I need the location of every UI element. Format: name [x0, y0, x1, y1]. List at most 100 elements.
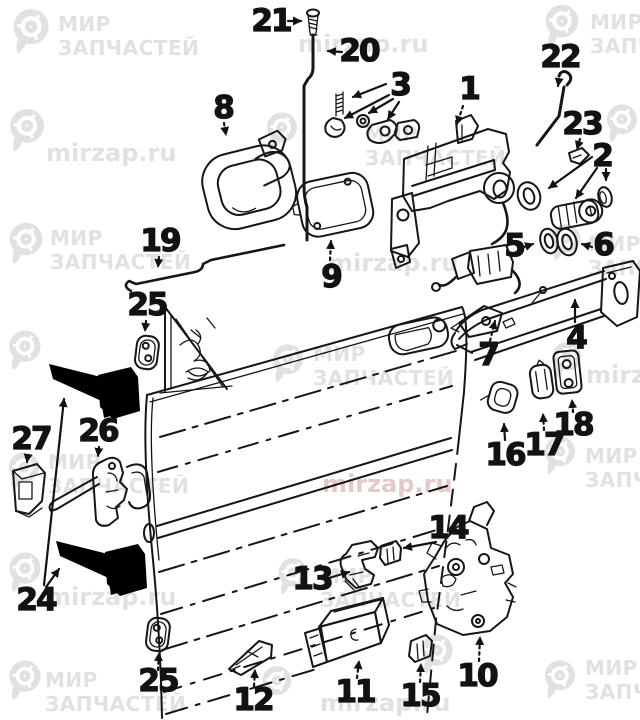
part-11-lock-control-unit — [304, 597, 390, 668]
callout-10[interactable]: 10 — [457, 635, 501, 695]
callout-label: 7 — [478, 337, 498, 373]
callout-label: 15 — [400, 678, 440, 714]
callout-7[interactable]: 7 — [478, 319, 501, 374]
callout-label: 21 — [251, 3, 291, 39]
callout-16[interactable]: 16 — [485, 422, 528, 474]
callout-label: 17 — [524, 427, 564, 463]
diagram-art — [12, 8, 640, 719]
part-25-plate-lower — [145, 616, 171, 653]
callout-12[interactable]: 12 — [233, 668, 275, 719]
callout-6[interactable]: 6 — [580, 226, 616, 264]
watermark-text: ЗАПЧАСТЕЙ — [585, 680, 640, 704]
callout-25-lower[interactable]: 25 — [138, 651, 181, 700]
callout-label: 4 — [566, 320, 587, 356]
callout-18[interactable]: 18 — [553, 398, 596, 444]
part-26-door-check — [48, 456, 152, 527]
callout-9[interactable]: 9 — [321, 239, 344, 296]
part-4-handle-rail — [450, 260, 640, 361]
callout-25-upper[interactable]: 25 — [127, 286, 170, 333]
callout-19[interactable]: 19 — [140, 222, 183, 269]
callouts-layer: 1 2 3 4 5 6 7 — [11, 2, 616, 719]
callout-8[interactable]: 8 — [213, 89, 236, 137]
part-8-inner-handle-bezel — [201, 129, 298, 231]
part-5-6-cylinder-bushings — [539, 227, 578, 257]
part-3-handle-hardware-set — [324, 91, 421, 144]
brand-logo-icon — [12, 664, 37, 700]
callout-17[interactable]: 17 — [524, 412, 567, 464]
watermark-text: МИР — [50, 226, 103, 250]
callout-22[interactable]: 22 — [540, 38, 582, 88]
callout-3[interactable]: 3 — [343, 66, 413, 121]
door-handle-cutout — [387, 316, 450, 356]
watermark-text: МИР — [585, 444, 638, 468]
part-19-connecting-rod — [124, 243, 286, 293]
callout-label: 12 — [233, 682, 272, 718]
callout-13[interactable]: 13 — [292, 560, 351, 598]
brand-logo-icon — [16, 13, 45, 54]
watermark-text: МИР — [590, 10, 640, 34]
brand-logo-icon — [12, 334, 37, 370]
callout-label: 23 — [562, 106, 602, 142]
door-panel — [143, 306, 468, 719]
watermark-text: ЗАПЧАСТЕЙ — [313, 366, 454, 390]
callout-label: 27 — [11, 421, 51, 457]
callout-label: 19 — [140, 223, 180, 259]
watermark-text: ЗАПЧАСТЕЙ — [50, 250, 191, 274]
part-15-clip — [408, 634, 433, 663]
part-14-clip — [379, 540, 402, 566]
part-13-lock-lever — [339, 540, 379, 591]
watermark-text: ЗАПЧАСТЕЙ — [585, 468, 640, 492]
brand-logo-icon — [609, 107, 633, 142]
watermark-text: МИР — [588, 232, 640, 256]
watermark-layer: МИР ЗАПЧАСТЕЙ МИР ЗАПЧАСТЕЙ МИР ЗАПЧАСТЕ… — [11, 8, 640, 717]
callout-24[interactable]: 24 — [16, 397, 68, 619]
callout-label: 14 — [428, 510, 469, 546]
watermark-text: МИР — [585, 656, 638, 680]
callout-label: 2 — [592, 138, 612, 174]
part-27-wedge-block — [12, 463, 46, 518]
callout-label: 25 — [138, 663, 178, 699]
part-1-outer-handle-frame — [390, 114, 521, 295]
brand-logo-icon — [13, 112, 41, 152]
callout-label: 1 — [459, 71, 479, 107]
watermark-text: ЗАПЧАСТЕЙ — [58, 36, 199, 60]
callout-11[interactable]: 11 — [335, 659, 378, 711]
part-16-clip — [479, 380, 519, 414]
watermark-site-text: mirzap.ru — [328, 249, 458, 277]
callout-5[interactable]: 5 — [504, 227, 535, 265]
part-25-plate-upper — [134, 334, 160, 371]
callout-label: 20 — [339, 33, 380, 69]
callout-4[interactable]: 4 — [566, 298, 590, 357]
callout-label: 11 — [335, 674, 375, 710]
watermark-text: ЗАПЧАСТЕЙ — [590, 34, 640, 58]
callout-14[interactable]: 14 — [402, 509, 472, 551]
part-20-lock-rod — [302, 33, 318, 242]
callout-label: 8 — [213, 90, 233, 126]
part-2-lock-cylinder-set — [516, 181, 613, 230]
watermark-text: ЗАПЧАСТЕЙ — [48, 474, 189, 498]
callout-1[interactable]: 1 — [455, 70, 482, 126]
harness-connector — [431, 244, 514, 292]
callout-label: 18 — [553, 407, 593, 443]
callout-2[interactable]: 2 — [547, 137, 614, 200]
callout-15[interactable]: 15 — [400, 662, 443, 715]
callout-27[interactable]: 27 — [11, 420, 54, 464]
callout-label: 3 — [390, 67, 410, 103]
watermark-text: МИР — [58, 12, 111, 36]
callout-label: 26 — [78, 413, 118, 449]
callout-label: 13 — [292, 561, 332, 597]
part-17-clip — [528, 359, 555, 400]
callout-21[interactable]: 21 — [251, 2, 303, 40]
watermark-site-text: mirzap.ru — [322, 470, 452, 498]
brand-logo-icon — [12, 226, 39, 264]
callout-label: 9 — [321, 259, 341, 295]
callout-23[interactable]: 23 — [562, 105, 605, 151]
callout-20[interactable]: 20 — [326, 32, 383, 70]
part-12-wedge — [228, 640, 273, 676]
callout-label: 5 — [504, 228, 524, 264]
callout-label: 22 — [540, 39, 579, 75]
callout-26[interactable]: 26 — [78, 412, 121, 458]
part-21-screw — [306, 8, 320, 38]
